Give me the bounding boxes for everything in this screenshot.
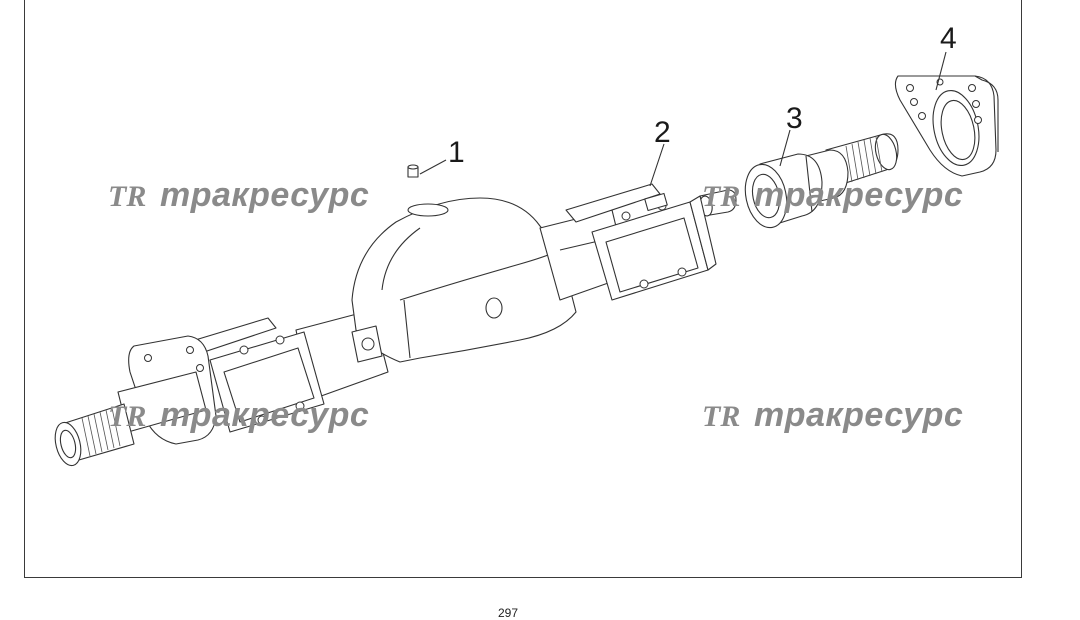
watermark-logo: TR — [702, 180, 740, 213]
axle-housing — [295, 197, 629, 401]
watermark-text: тракресурс — [160, 396, 369, 434]
part-2-spring-pad — [565, 183, 717, 301]
watermark-bottom-right: TR тракресурс — [702, 396, 963, 434]
part-4-flange-plate — [894, 75, 999, 177]
watermark-top-right: TR тракресурс — [702, 176, 963, 214]
watermark-bottom-left: TR тракресурс — [108, 396, 369, 434]
watermark-top-left: TR тракресурс — [108, 176, 369, 214]
leader-lines — [419, 51, 947, 187]
part-3-bushing — [744, 149, 849, 229]
drawing-frame — [24, 0, 1022, 578]
left-spring-pad — [181, 317, 325, 433]
page-number: 297 — [498, 606, 519, 620]
watermark-logo: TR — [108, 400, 146, 433]
callout-2: 2 — [654, 116, 671, 149]
callout-4: 4 — [940, 22, 957, 55]
axle-pin — [699, 189, 737, 217]
part-1-plug — [407, 164, 419, 178]
watermark-text: тракресурс — [754, 396, 963, 434]
watermark-logo: TR — [108, 180, 146, 213]
watermark-text: тракресурс — [754, 176, 963, 214]
left-flange-and-stub — [54, 335, 217, 467]
watermark-text: тракресурс — [160, 176, 369, 214]
watermark-logo: TR — [702, 400, 740, 433]
callout-1: 1 — [448, 136, 465, 169]
callout-3: 3 — [786, 102, 803, 135]
